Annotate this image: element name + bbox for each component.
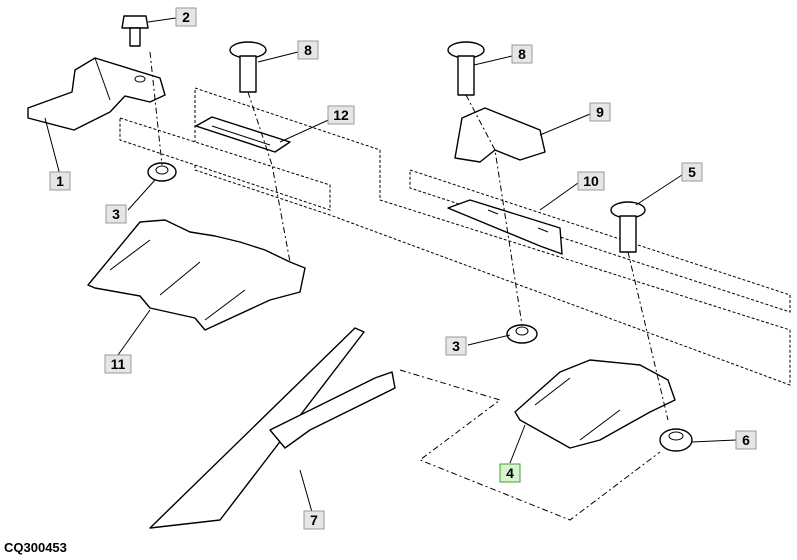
callout-10: 10 — [577, 171, 605, 191]
callout-1: 1 — [49, 171, 71, 191]
triple-guard[interactable] — [87, 219, 306, 331]
double-guard[interactable] — [514, 359, 676, 449]
callout-11: 11 — [104, 354, 132, 374]
flange-nut[interactable] — [506, 324, 538, 344]
svg-text:5: 5 — [688, 164, 696, 180]
figure-reference: CQ300453 — [4, 540, 67, 555]
svg-text:10: 10 — [583, 173, 599, 189]
callout-4: 4 — [499, 463, 521, 483]
svg-text:2: 2 — [182, 9, 190, 25]
svg-text:11: 11 — [111, 356, 126, 372]
svg-text:3: 3 — [112, 206, 120, 222]
svg-text:1: 1 — [56, 173, 64, 189]
callout-3b: 3 — [445, 336, 467, 356]
wear-plate[interactable] — [447, 199, 563, 255]
svg-text:4: 4 — [506, 465, 514, 481]
svg-text:8: 8 — [304, 42, 312, 58]
svg-text:7: 7 — [310, 512, 318, 528]
callout-3: 3 — [105, 204, 127, 224]
svg-text:3: 3 — [452, 338, 460, 354]
svg-text:6: 6 — [742, 432, 750, 448]
carriage-bolt[interactable] — [610, 201, 646, 253]
callout-7: 7 — [303, 510, 325, 530]
bolt[interactable] — [121, 15, 149, 47]
callout-5: 5 — [681, 162, 703, 182]
svg-text:9: 9 — [596, 104, 604, 120]
hold-down-plate[interactable] — [27, 57, 166, 131]
callout-8b: 8 — [511, 44, 533, 64]
callout-12: 12 — [327, 105, 355, 125]
carriage-bolt[interactable] — [447, 41, 485, 96]
callout-6: 6 — [735, 430, 757, 450]
lock-nut[interactable] — [659, 428, 693, 452]
assembly-lines — [149, 51, 669, 521]
leader-lines — [44, 17, 737, 513]
cutter-bar — [119, 87, 791, 386]
slotted-plate[interactable] — [195, 116, 291, 153]
flange-nut[interactable] — [147, 162, 177, 182]
svg-text:8: 8 — [518, 46, 526, 62]
knife-head[interactable] — [149, 327, 396, 529]
hold-down-clip[interactable] — [454, 107, 546, 163]
carriage-bolt[interactable] — [229, 41, 267, 93]
callout-2: 2 — [175, 7, 197, 27]
svg-text:12: 12 — [333, 107, 349, 123]
callout-8: 8 — [297, 40, 319, 60]
callout-9: 9 — [589, 102, 611, 122]
